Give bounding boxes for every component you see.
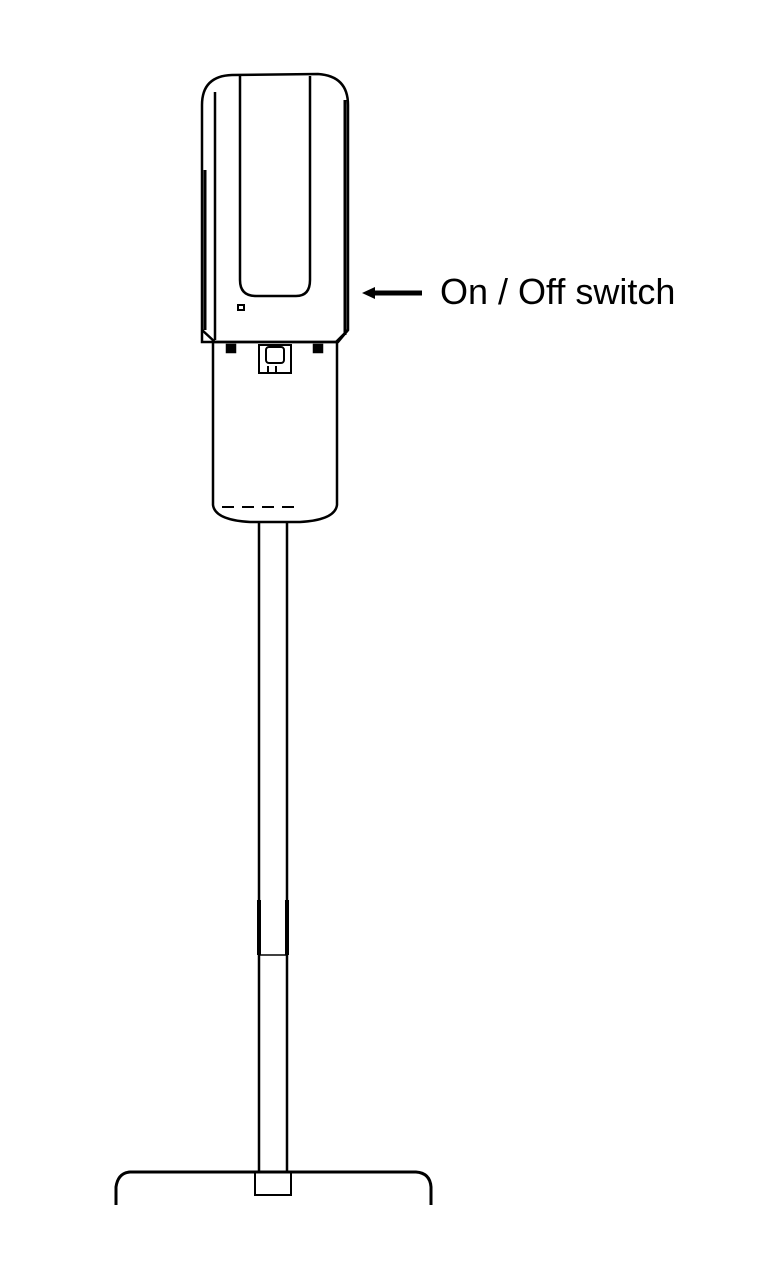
on-off-switch bbox=[258, 344, 292, 374]
indicator-led bbox=[237, 304, 245, 311]
dispenser-head bbox=[200, 72, 350, 344]
on-off-switch-label: On / Off switch bbox=[440, 271, 676, 312]
callout-arrow-icon bbox=[362, 287, 422, 299]
stand-pole bbox=[257, 522, 289, 1172]
stand-base bbox=[114, 1170, 433, 1205]
dispenser-body bbox=[211, 340, 339, 524]
dispenser-window bbox=[238, 76, 312, 298]
pole-socket bbox=[254, 1171, 292, 1196]
